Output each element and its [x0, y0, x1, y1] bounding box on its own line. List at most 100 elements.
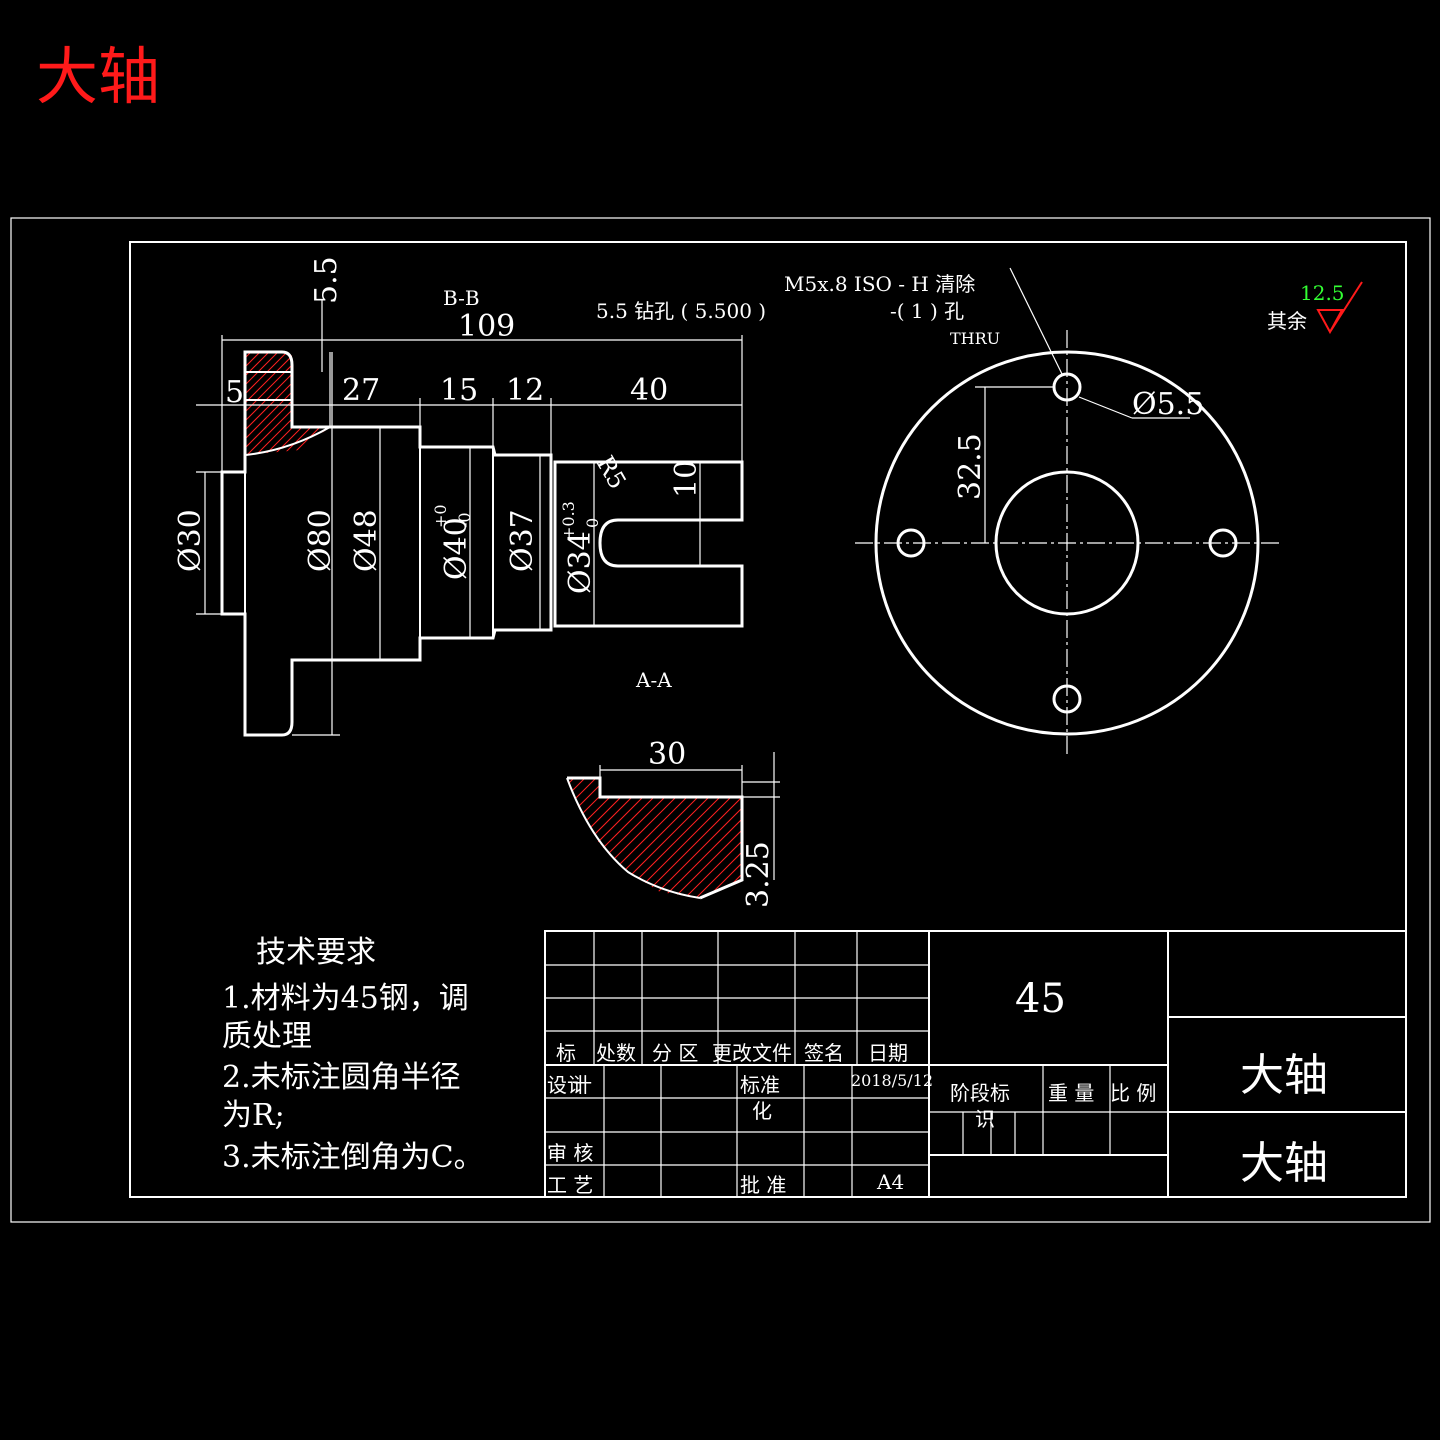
hatch-line	[567, 778, 572, 898]
dim-40: 40	[630, 373, 668, 408]
tech-line-3: 2.未标注圆角半径	[222, 1060, 461, 1095]
hatch-line	[567, 778, 583, 898]
tb-h-date: 日期	[868, 1041, 908, 1065]
tech-line-1: 1.材料为45钢，调	[222, 981, 469, 1016]
view-label-aa: A-A	[635, 668, 672, 692]
dim-phi34-tol-up: +0.3	[559, 501, 578, 540]
hatch-line	[622, 778, 742, 898]
roughness-symbol-icon	[1316, 281, 1363, 335]
dim-phi40-tol-dn: -0	[455, 512, 474, 528]
flange-hatch	[125, 345, 330, 460]
tb-scale: 比 例	[1110, 1081, 1156, 1105]
dim-27: 27	[342, 373, 380, 408]
dim-15: 15	[440, 373, 478, 408]
hatch-line	[125, 345, 240, 460]
title-block: 45 大轴 大轴 标 处数 分 区 更改文件 签名 日期 设计 计 2018/5…	[544, 930, 1407, 1198]
dim-3-25: 3.25	[741, 841, 776, 908]
tb-h-doc: 更改文件	[712, 1041, 792, 1065]
flange-front-view: 32.5 Ø5.5	[855, 267, 1280, 755]
thread-note-line2: -( 1 ) 孔	[890, 299, 964, 323]
hatch-line	[245, 352, 286, 455]
dim-30: 30	[648, 737, 686, 772]
hatch-line	[567, 778, 627, 898]
dim-109: 109	[458, 309, 515, 344]
dim-phi34-tol-dn: 0	[583, 518, 602, 528]
dim-r5: R5	[591, 451, 632, 494]
drawing-title: 大轴	[36, 40, 160, 113]
hatch-line	[567, 778, 616, 898]
tb-date-value: 2018/5/12	[851, 1071, 933, 1090]
hatch-line	[245, 352, 268, 455]
roughness-label: 其余	[1267, 309, 1307, 333]
hatch-line	[277, 352, 330, 455]
hatch-line	[655, 778, 742, 898]
hatch-line	[567, 778, 682, 898]
tech-line-5: 3.未标注倒角为C。	[222, 1140, 484, 1175]
dim-32-5: 32.5	[953, 433, 988, 500]
hatch-line	[699, 778, 742, 898]
dim-phi80: Ø80	[303, 509, 338, 572]
hatch-line	[688, 778, 742, 898]
tb-stage: 阶段标	[950, 1081, 1010, 1105]
section-aa-view: 30 3.25	[425, 737, 780, 908]
hatch-line	[666, 778, 742, 898]
dim-5-5-vertical: 5.5	[309, 256, 344, 304]
hatch-line	[245, 352, 295, 455]
dim-phi48: Ø48	[349, 509, 384, 572]
outer-frame	[10, 217, 1431, 1223]
hatch-line	[600, 778, 737, 898]
tb-h-mark: 标	[556, 1041, 576, 1065]
dim-phi34: Ø34	[563, 531, 598, 594]
tb-h-zone: 分 区	[652, 1041, 698, 1065]
hatch-line	[633, 778, 742, 898]
tb-check: 审 核	[547, 1141, 593, 1165]
tb-process: 工 艺	[547, 1173, 593, 1197]
tb-standard-sub: 化	[752, 1099, 772, 1123]
dim-phi37: Ø37	[505, 509, 540, 572]
tb-part-name-1: 大轴	[1240, 1050, 1328, 1101]
hatch-line	[589, 778, 726, 898]
tb-material: 45	[1015, 976, 1066, 1022]
dim-10: 10	[669, 460, 704, 498]
hatch-line	[245, 352, 277, 455]
tb-paper-size: A4	[876, 1170, 904, 1194]
shaft-section-view: 5.5 109 5 27 15 12 40 Ø30 Ø80 Ø48 Ø40 +0…	[125, 256, 744, 737]
hatch-line	[567, 778, 660, 898]
hatch-line	[567, 778, 704, 898]
tech-line-2: 质处理	[222, 1019, 312, 1054]
hatch-line	[611, 778, 742, 898]
technical-requirements: 技术要求 1.材料为45钢，调 质处理 2.未标注圆角半径 为R; 3.未标注倒…	[222, 935, 484, 1175]
tb-design-sub: 计	[572, 1073, 592, 1097]
hatch-line	[677, 778, 742, 898]
tb-weight: 重 量	[1048, 1081, 1094, 1105]
dim-phi40: Ø40	[439, 517, 474, 580]
roughness-value: 12.5	[1300, 281, 1345, 305]
hatch-line	[567, 778, 649, 898]
tb-part-name-2: 大轴	[1240, 1138, 1328, 1189]
hatch-line	[567, 778, 605, 898]
tb-h-count: 处数	[596, 1041, 636, 1065]
thread-note-line3: THRU	[950, 329, 1000, 348]
thread-note-line1: M5x.8 ISO - H 清除	[784, 272, 975, 296]
view-label-bb: B-B	[443, 286, 480, 310]
hatch-line	[567, 778, 638, 898]
hatch-line	[425, 770, 560, 905]
tech-line-4: 为R;	[222, 1098, 285, 1133]
dim-12: 12	[506, 373, 544, 408]
hatch-line	[644, 778, 742, 898]
hatch-line	[567, 778, 693, 898]
tb-standard: 标准	[740, 1073, 780, 1097]
hatch-line	[567, 778, 671, 898]
dim-phi5-5: Ø5.5	[1132, 387, 1204, 422]
dim-phi30: Ø30	[173, 509, 208, 572]
hatch-line	[286, 352, 330, 455]
dim-phi40-tol-up: +0	[431, 504, 450, 528]
hole-note: 5.5 钻孔 ( 5.500 )	[596, 299, 766, 323]
tb-design: 设计	[547, 1073, 587, 1097]
tb-h-sign: 签名	[804, 1041, 844, 1065]
dim-5: 5	[225, 375, 244, 410]
tb-stage-sub: 识	[975, 1107, 995, 1131]
tech-heading: 技术要求	[256, 935, 376, 970]
tb-approve: 批 准	[740, 1173, 786, 1197]
